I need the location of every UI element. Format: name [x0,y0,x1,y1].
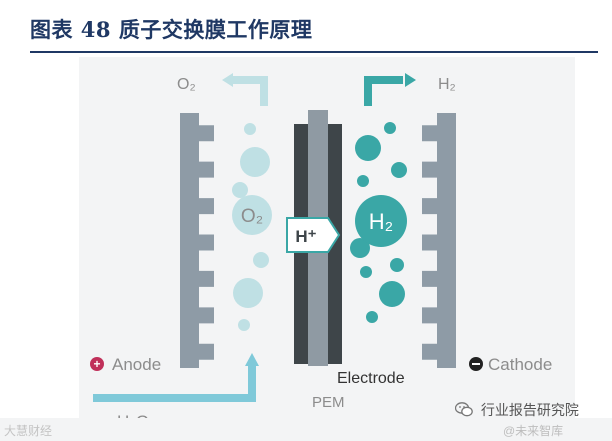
o2-bubble [232,182,248,198]
h2-outlet-label: H₂ [438,76,456,93]
o2-outlet-arrow [233,80,264,106]
anode-plus-glyph: + [93,357,100,371]
h2o-inlet-arrowhead-icon [245,353,259,366]
o2-bubble [238,319,250,331]
wechat-icon [455,402,473,417]
watermark-bottom-left-text: 大慧财经 [4,424,52,438]
o2-outlet-label: O₂ [177,76,196,93]
o2-center-label: O₂ [241,206,263,227]
electrode-label: Electrode [337,370,405,387]
h2-outlet-arrow [368,80,403,106]
h2-bubble [390,258,404,272]
watermark-bottom-right-text: 行业报告研究院 [481,402,579,418]
watermark-bottom-right-secondary: @未来智库 [503,422,563,439]
h2-bubble [384,122,396,134]
watermark-bottom-right: 行业报告研究院 [455,400,579,420]
proton-label: H⁺ [295,227,316,246]
h2-outlet-arrowhead-icon [405,73,416,87]
watermark-bottom-right-secondary-text: @未来智库 [503,424,563,438]
cathode-electrode-plate [422,113,456,368]
o2-outlet-arrowhead-icon [222,73,233,87]
h2-center-label: H₂ [369,209,393,234]
h2-bubble [366,311,378,323]
anode-label: Anode [112,355,161,374]
anode-electrode-plate [180,113,214,368]
watermark-bottom-left: 大慧财经 [4,422,52,439]
h2-bubble [355,135,381,161]
o2-bubble [253,252,269,268]
pem-label: PEM [312,394,345,411]
h2-bubble [357,175,369,187]
cathode-minus-glyph [472,363,480,365]
h2-bubble [360,266,372,278]
o2-bubble [240,147,270,177]
o2-bubble [244,123,256,135]
h2-bubble [391,162,407,178]
cathode-label: Cathode [488,355,552,374]
h2-bubble [379,281,405,307]
o2-bubble [233,278,263,308]
